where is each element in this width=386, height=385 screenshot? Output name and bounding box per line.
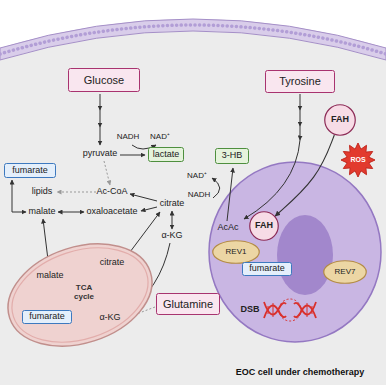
node-text: 3-HB [222,151,243,161]
enzyme-circle: FAH [249,211,279,241]
tyrosine-catabolism-arrow [244,94,300,219]
substrate-box: Glutamine [156,293,220,315]
dna-strand [294,302,316,315]
node-text: Tyrosine [279,75,321,87]
node-text: fumarate [29,312,65,322]
node-text: fumarate [249,264,285,274]
metabolite-label: α-KG [161,231,182,241]
box-shape [216,149,249,164]
metabolite-label: NAD⁺ [150,133,170,142]
reaction-arrow [141,207,157,211]
box-shape [266,71,335,93]
metabolite-label: NADH [117,133,140,142]
glycolysis-arrow [100,94,101,145]
node-text: fumarate [12,166,48,176]
node-text: lactate [153,150,180,160]
dotted-arrow [104,161,110,185]
metabolite-box: 3-HB [215,148,249,164]
substrate-box: Tyrosine [265,70,335,93]
box-shape [5,164,56,178]
dna-strand [264,306,286,319]
break-circle [279,299,301,321]
metabolite-label: NADH [188,191,211,200]
node-text: Glutamine [163,298,213,310]
dna-strand [294,306,316,319]
reaction-arrow [12,180,26,212]
cofactor-arrow [212,178,220,198]
node-text: REV7 [335,268,356,277]
nucleus [209,162,381,342]
mitochondrion-inner [0,232,160,359]
node-text: Glucose [84,74,124,86]
ros-burst: ROS [341,143,375,177]
reaction-arrow [120,155,145,156]
box-shape [23,311,72,324]
box-shape [157,294,220,315]
metabolite-label: Ac-CoA [96,187,127,197]
mitochondrion: TCA cycle fumarate [8,244,152,346]
translocation-arrow [275,135,334,216]
metabolite-box: lactate [148,147,184,162]
metabolite-label: α-KG [99,313,120,323]
metabolite-label: lipids [32,187,53,197]
node-text: FAH [255,221,273,231]
metabolite-label: NAD⁺ [187,172,207,181]
reaction-arrow [58,212,84,213]
node-text: REV1 [226,248,247,257]
metabolite-label: DSB [240,305,259,315]
metabolite-label: AcAc [217,223,238,233]
metabolite-label: citrate [100,258,125,268]
metabolite-label: malate [28,207,55,217]
reaction-arrow [227,168,233,221]
dna-strand [264,302,286,315]
metabolite-box: fumarate [22,310,72,324]
figure-caption: EOC cell under chemotherapy [236,368,365,378]
metabolite-label: citrate [160,199,185,209]
box-shape [243,263,292,276]
nuclear-protein [277,215,333,295]
membrane-beads [0,25,386,54]
reaction-arrow [172,211,173,229]
ellipse-shape [324,261,367,284]
dotted-arrow [57,192,96,193]
metabolite-box: fumarate [242,262,292,276]
substrate-box: Glucose [68,68,140,92]
star-shape [341,143,375,177]
node-text: FAH [331,115,349,125]
metabolite-label: malate [36,271,63,281]
enzyme-circle: FAH [324,104,356,136]
ellipse-shape [250,212,279,241]
transport-arrow [127,212,160,256]
ellipse-shape [213,241,260,264]
node-text: ROS [350,156,365,164]
metabolite-label: pyruvate [83,149,118,159]
protein-blob: REV1 [212,240,260,264]
box-shape [69,69,140,92]
protein-blob: REV7 [323,260,367,284]
dna-rungs [268,303,312,317]
box-shape [149,148,184,162]
dna-helix [264,299,316,321]
mitochondrion-outer [0,226,165,363]
metabolite-label: oxaloacetate [86,207,137,217]
reaction-arrow [130,194,157,201]
ellipse-shape [325,105,356,136]
cell-membrane [0,19,386,60]
metabolite-box: fumarate [4,163,56,178]
node-text: TCA cycle [69,284,99,302]
